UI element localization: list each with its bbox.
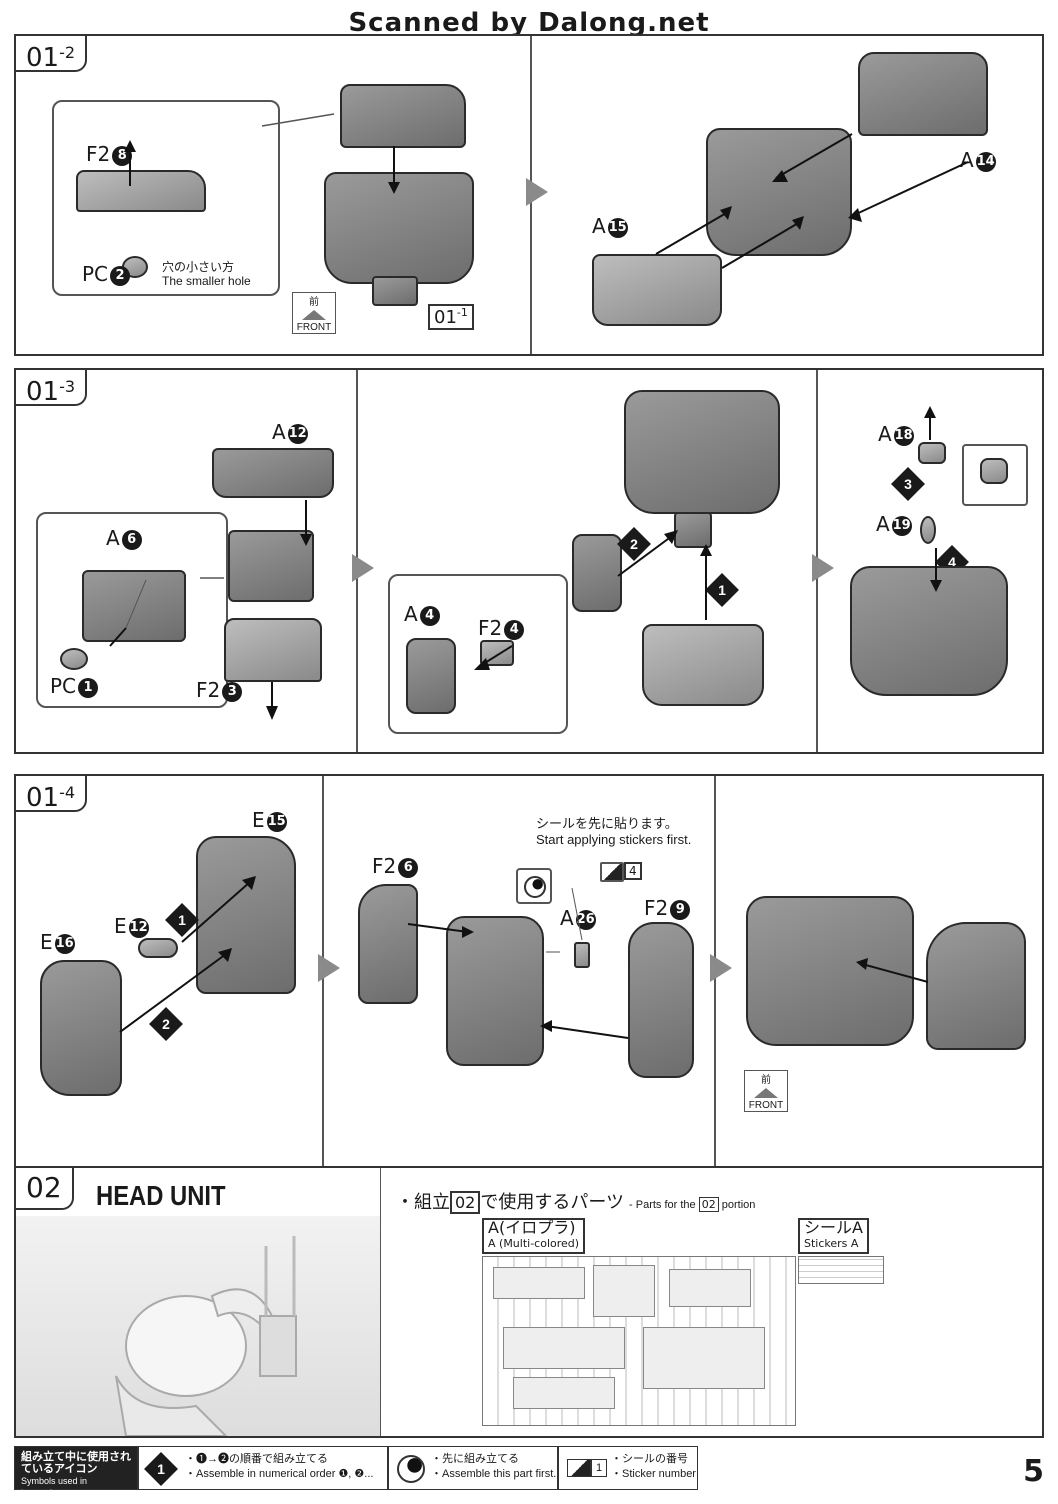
sticker-number-box: 4 bbox=[624, 862, 642, 880]
pc1-shape bbox=[60, 648, 88, 670]
front-collar-part bbox=[592, 254, 722, 326]
assembly-arrows bbox=[109, 406, 942, 720]
part-a18-shape bbox=[918, 442, 946, 464]
part-f2-6-shape bbox=[358, 884, 418, 1004]
flow-arrow bbox=[352, 554, 374, 582]
sticker-first-note: シールを先に貼ります。Start applying stickers first… bbox=[536, 816, 692, 847]
flow-arrow bbox=[710, 954, 732, 982]
detail-inset bbox=[962, 444, 1028, 506]
flow-arrow bbox=[526, 178, 548, 206]
runner-a-diagram bbox=[482, 1256, 796, 1426]
section-title: HEAD UNIT bbox=[96, 1180, 226, 1211]
part-a19-shape bbox=[920, 516, 936, 544]
waist-front-part bbox=[572, 534, 622, 612]
part-a12-shape bbox=[212, 448, 334, 498]
step-ref-01-1: 01-1 bbox=[428, 304, 474, 330]
scan-watermark: Scanned by Dalong.net bbox=[348, 8, 710, 38]
assembly-arrows bbox=[124, 113, 969, 269]
step-tag: 01-2 bbox=[16, 36, 88, 73]
chest-core-part bbox=[324, 172, 474, 284]
lower-waist-part bbox=[642, 624, 764, 706]
icon-legend: 組み立て中に使用されているアイコン Symbols used in instru… bbox=[14, 1446, 1044, 1498]
section-tag-02: 02 bbox=[16, 1168, 74, 1210]
runner-a-label: A(イロプラ)A (Multi-colored) bbox=[482, 1218, 586, 1254]
part-f2-9-shape bbox=[628, 922, 694, 1078]
sticker-number-box: 1 bbox=[591, 1459, 607, 1477]
torso-joint-part bbox=[674, 512, 712, 548]
page-number: 5 bbox=[1023, 1454, 1044, 1489]
detail-hole-shape bbox=[980, 458, 1008, 484]
assembly-arrows bbox=[119, 876, 929, 1039]
part-f2-8-shape bbox=[76, 170, 206, 212]
step-tag: 01-4 bbox=[16, 776, 88, 813]
back-armor-part bbox=[858, 52, 988, 136]
panel-divider bbox=[380, 1168, 381, 1436]
head-unit-illustration bbox=[16, 1216, 380, 1436]
part-a6-shape bbox=[82, 570, 186, 642]
flow-arrow bbox=[812, 554, 834, 582]
assembled-torso-part bbox=[850, 566, 1008, 696]
part-a26-shape bbox=[574, 942, 590, 968]
legend-sequence: 1 ・❶→❷の順番で組み立てる・Assemble in numerical or… bbox=[138, 1446, 388, 1490]
assemble-first-icon bbox=[516, 868, 552, 904]
shoulder-block-part bbox=[926, 922, 1026, 1050]
shoulder-inner-part bbox=[446, 916, 544, 1066]
part-e16-shape bbox=[40, 960, 122, 1096]
upper-torso-part bbox=[624, 390, 780, 514]
legend-step-badge: 1 bbox=[144, 1452, 178, 1486]
head-unit-sketch bbox=[115, 1236, 297, 1436]
sticker-icon bbox=[567, 1459, 591, 1477]
part-f2-3-shape bbox=[224, 618, 322, 682]
sticker-icon bbox=[600, 862, 624, 882]
upper-chest-part bbox=[340, 84, 466, 148]
legend-sticker: 1 ・シールの番号・Sticker number bbox=[558, 1446, 698, 1490]
step-tag: 01-3 bbox=[16, 370, 88, 407]
assemble-first-icon bbox=[397, 1455, 425, 1483]
chest-core-stem bbox=[372, 276, 418, 306]
part-a4-shape bbox=[406, 638, 456, 714]
legend-assemble-first: ・先に組み立てる・Assemble this part first. bbox=[388, 1446, 558, 1490]
part-e12-shape bbox=[138, 938, 178, 958]
sticker-a-sheet bbox=[798, 1256, 884, 1284]
legend-title: 組み立て中に使用されているアイコン Symbols used in instru… bbox=[14, 1446, 138, 1498]
part-a6-assembly bbox=[228, 530, 314, 602]
flow-arrow bbox=[318, 954, 340, 982]
